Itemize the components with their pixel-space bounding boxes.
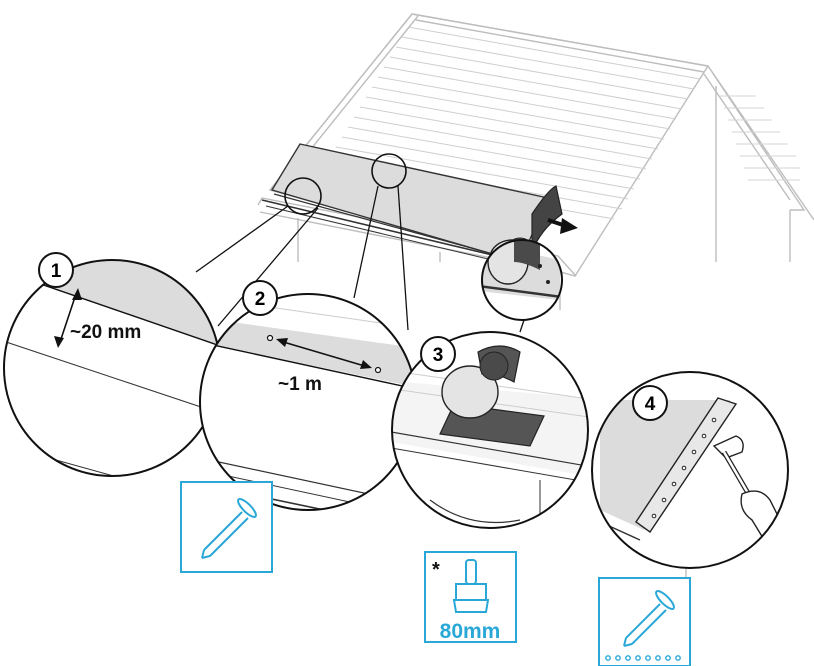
step-number-2: 2 xyxy=(255,289,266,310)
step-badge-2 xyxy=(242,280,278,316)
brush-icon xyxy=(452,559,490,613)
unroll-direction-arrow-icon xyxy=(547,218,578,234)
detail-circle-4: 4 xyxy=(591,371,789,569)
detail-circle-2: ~1 m 2 xyxy=(199,280,417,511)
nail-spacing-icon-box xyxy=(598,577,691,666)
brush-icon-box: * 80mm xyxy=(424,551,517,643)
step-number-4: 4 xyxy=(645,394,656,415)
brush-width-label: 80mm xyxy=(440,620,501,643)
callout-connectors xyxy=(195,185,525,333)
nail-icon-box xyxy=(180,481,273,573)
nail-icon-step4 xyxy=(623,590,675,647)
overlap-measurement: ~20 mm xyxy=(70,322,141,343)
callout-marker-1 xyxy=(284,177,322,215)
nail-spacing-measurement: ~1 m xyxy=(278,374,322,395)
brush-asterisk: * xyxy=(432,559,440,581)
step-number-1: 1 xyxy=(51,261,62,282)
nail-row-dots xyxy=(605,655,681,661)
detail-circle-3: 3 xyxy=(391,331,589,529)
roll-zoom-circle xyxy=(481,239,563,321)
step-badge-1 xyxy=(38,252,74,288)
callout-marker-2 xyxy=(371,153,407,189)
step-badge-4 xyxy=(632,385,668,421)
roof-tiles xyxy=(321,26,701,220)
step-badge-3 xyxy=(420,336,456,372)
nail-icon xyxy=(201,498,257,559)
nail-spacing-arrow xyxy=(266,334,382,374)
overlap-dimension-arrow xyxy=(54,288,82,348)
step-number-3: 3 xyxy=(433,345,444,366)
